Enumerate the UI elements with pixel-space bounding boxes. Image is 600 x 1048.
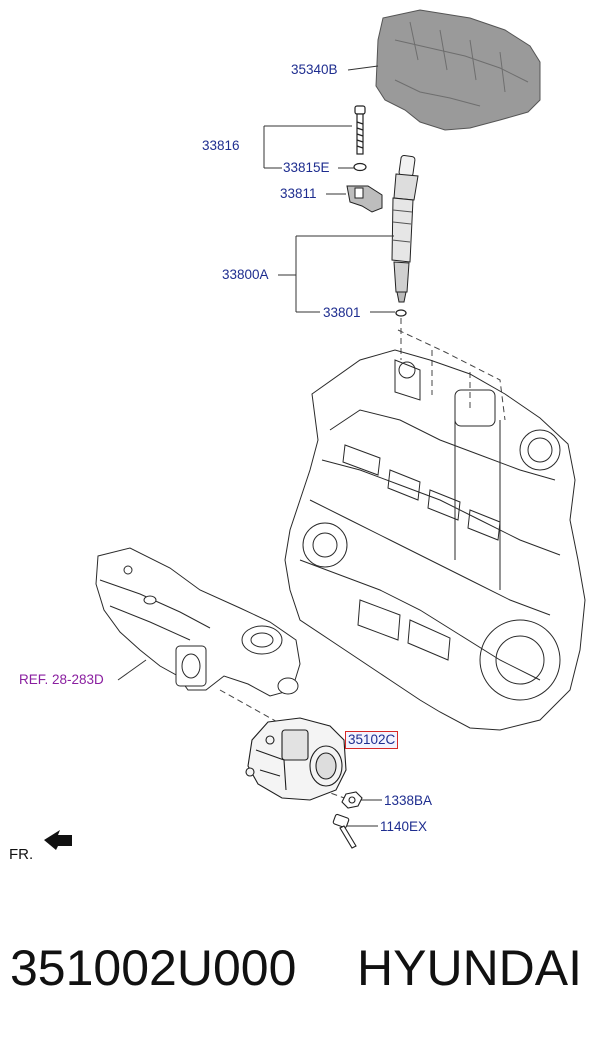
footer: 351002U000 HYUNDAI bbox=[0, 932, 600, 1012]
nut-part[interactable] bbox=[341, 791, 363, 809]
callout-33800A[interactable]: 33800A bbox=[222, 267, 269, 282]
callout-33801[interactable]: 33801 bbox=[323, 305, 361, 320]
throttle-body-part[interactable] bbox=[245, 717, 347, 801]
footer-part-number: 351002U000 bbox=[10, 940, 297, 996]
callout-1140EX[interactable]: 1140EX bbox=[380, 819, 428, 834]
bolt-part[interactable] bbox=[354, 105, 366, 155]
reference-28-283D[interactable]: REF. 28-283D bbox=[19, 672, 104, 687]
callout-33811[interactable]: 33811 bbox=[280, 186, 317, 201]
engine-block bbox=[284, 349, 586, 731]
front-label: FR. bbox=[9, 846, 34, 863]
intake-pipe bbox=[95, 547, 301, 697]
callout-35102C-highlighted[interactable]: 35102C bbox=[345, 731, 399, 749]
exploded-parts-diagram bbox=[44, 9, 586, 850]
callout-1338BA[interactable]: 1338BA bbox=[384, 793, 433, 808]
footer-brand: HYUNDAI bbox=[357, 940, 583, 996]
callout-35340B[interactable]: 35340B bbox=[291, 62, 338, 77]
flange-bolt-part[interactable] bbox=[332, 813, 357, 849]
leader-lines bbox=[117, 65, 395, 827]
callout-33815E[interactable]: 33815E bbox=[283, 160, 330, 175]
washer-part[interactable] bbox=[353, 162, 367, 172]
callout-33816[interactable]: 33816 bbox=[202, 138, 240, 153]
clamp-part[interactable] bbox=[346, 185, 383, 213]
injector-part[interactable] bbox=[391, 155, 419, 303]
front-direction-arrow-icon bbox=[44, 830, 72, 850]
o-ring-part[interactable] bbox=[395, 309, 407, 317]
engine-cover-part[interactable] bbox=[375, 9, 541, 131]
